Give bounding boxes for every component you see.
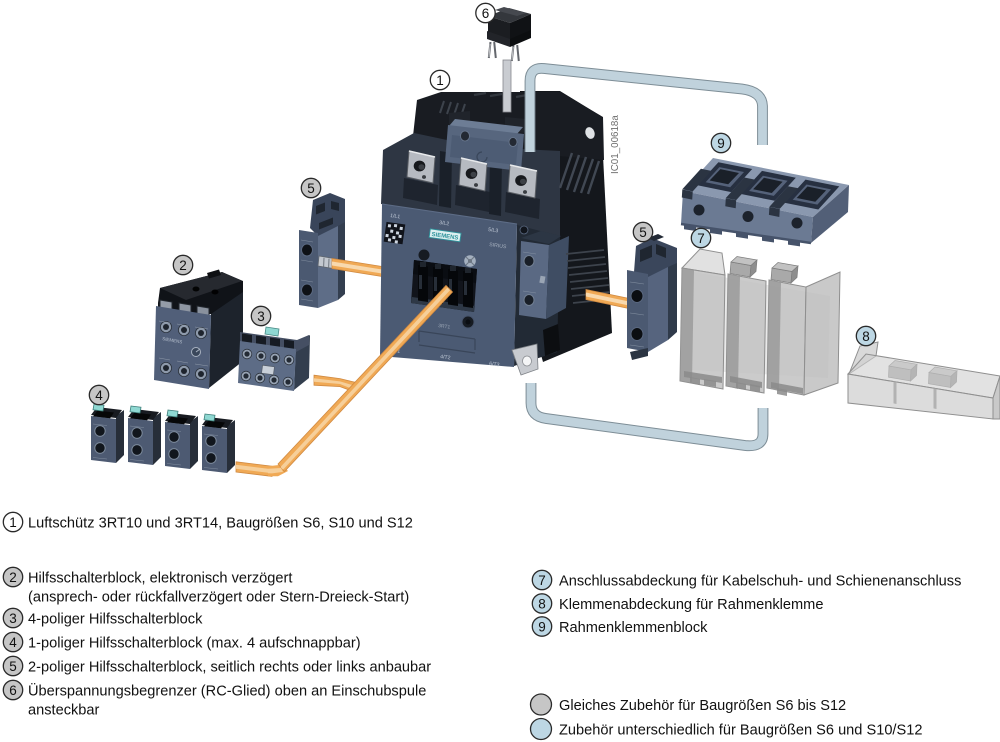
svg-text:Gleiches Zubehör für Baugrößen: Gleiches Zubehör für Baugrößen S6 bis S1… (559, 698, 846, 714)
svg-text:6: 6 (482, 6, 490, 21)
svg-text:1-poliger Hilfsschalterblock (: 1-poliger Hilfsschalterblock (max. 4 auf… (28, 636, 361, 652)
svg-text:4: 4 (95, 388, 103, 403)
svg-text:Hilfsschalterblock, elektronis: Hilfsschalterblock, elektronisch verzöge… (28, 571, 292, 587)
svg-text:3: 3 (9, 611, 17, 626)
svg-text:6: 6 (9, 683, 17, 698)
svg-text:IC01_00618a: IC01_00618a (610, 115, 621, 174)
svg-text:Zubehör unterschiedlich für Ba: Zubehör unterschiedlich für Baugrößen S6… (559, 723, 922, 739)
svg-text:Klemmenabdeckung für Rahmenkle: Klemmenabdeckung für Rahmenklemme (559, 597, 823, 613)
svg-text:4-poliger Hilfsschalterblock: 4-poliger Hilfsschalterblock (28, 612, 203, 628)
svg-text:7: 7 (538, 573, 546, 588)
svg-text:2: 2 (9, 570, 17, 585)
svg-text:3RT1: 3RT1 (438, 323, 451, 331)
svg-text:2: 2 (179, 258, 187, 273)
svg-text:8: 8 (538, 596, 546, 611)
svg-text:Rahmenklemmenblock: Rahmenklemmenblock (559, 620, 708, 636)
svg-text:5: 5 (639, 225, 647, 240)
svg-text:Überspannungsbegrenzer (RC-Gli: Überspannungsbegrenzer (RC-Glied) oben a… (28, 682, 426, 700)
svg-text:4: 4 (9, 635, 17, 650)
svg-text:ansteckbar: ansteckbar (28, 703, 100, 719)
svg-text:(ansprech- oder rückfallverzög: (ansprech- oder rückfallverzögert oder S… (28, 590, 409, 606)
svg-text:2-poliger Hilfsschalterblock,: 2-poliger Hilfsschalterblock, seitlich r… (28, 660, 431, 676)
svg-text:6/T3: 6/T3 (489, 361, 500, 368)
svg-text:Anschlussabdeckung für Kabelsc: Anschlussabdeckung für Kabelschuh- und S… (559, 574, 961, 590)
svg-text:7: 7 (697, 231, 705, 246)
svg-text:SIEMENS: SIEMENS (431, 232, 459, 242)
svg-text:1/L1: 1/L1 (390, 213, 401, 220)
svg-text:1: 1 (436, 73, 444, 88)
svg-text:SIRIUS: SIRIUS (489, 242, 507, 250)
svg-text:8: 8 (862, 329, 870, 344)
svg-text:9: 9 (538, 619, 546, 634)
svg-text:5/L3: 5/L3 (488, 227, 499, 234)
svg-text:3: 3 (257, 309, 265, 324)
svg-text:1: 1 (9, 515, 17, 530)
svg-text:3/L2: 3/L2 (439, 220, 450, 227)
svg-text:SIEMENS: SIEMENS (162, 336, 183, 344)
svg-text:5: 5 (307, 181, 315, 196)
svg-text:Luftschütz 3RT10 und 3RT14, Ba: Luftschütz 3RT10 und 3RT14, Baugrößen S6… (28, 516, 413, 532)
svg-text:4/T2: 4/T2 (440, 354, 451, 361)
svg-text:5: 5 (9, 659, 17, 674)
svg-text:9: 9 (717, 136, 725, 151)
